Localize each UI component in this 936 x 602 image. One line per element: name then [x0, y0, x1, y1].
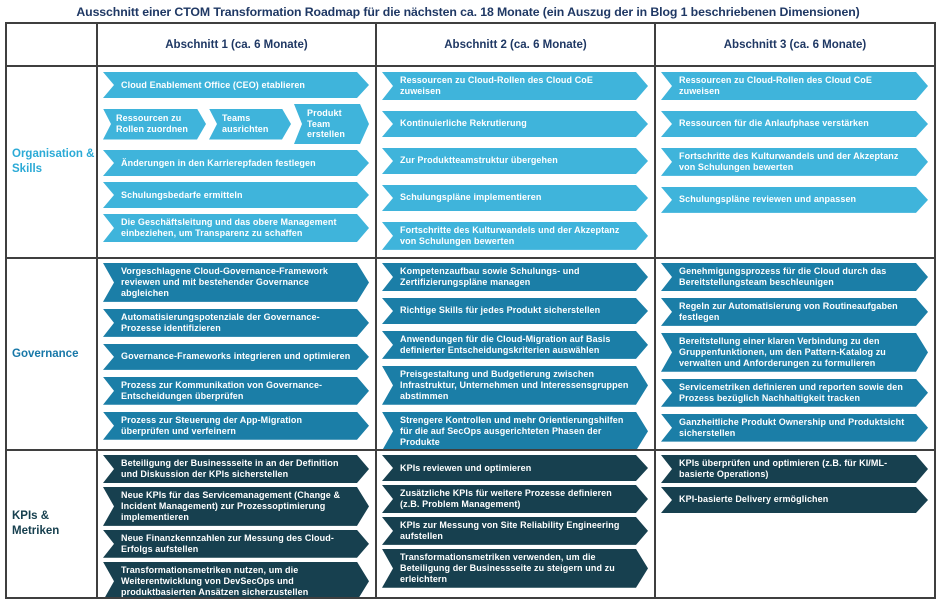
roadmap-arrow: Regeln zur Automatisierung von Routineau…	[661, 298, 928, 326]
roadmap-arrow: Anwendungen für die Cloud-Migration auf …	[382, 331, 648, 359]
roadmap-arrow: Strengere Kontrollen und mehr Orientieru…	[382, 412, 648, 449]
roadmap-arrow: Kompetenzaufbau sowie Schulungs- und Zer…	[382, 263, 648, 291]
roadmap-arrow: Schulungspläne implementieren	[382, 185, 648, 211]
corner-cell	[7, 24, 96, 65]
sub-arrow-row: Ressourcen zu Rollen zuordnen Teams ausr…	[103, 104, 369, 144]
cell-governance-abschnitt-1: Vorgeschlagene Cloud-Governance-Framewor…	[98, 259, 375, 449]
roadmap-arrow: Richtige Skills für jedes Produkt sicher…	[382, 298, 648, 324]
roadmap-arrow: Fortschritte des Kulturwandels und der A…	[661, 148, 928, 176]
cell-kpis-abschnitt-3: KPIs überprüfen und optimieren (z.B. für…	[656, 451, 934, 597]
roadmap-arrow: Cloud Enablement Office (CEO) etablieren	[103, 72, 369, 98]
roadmap-arrow: Governance-Frameworks integrieren und op…	[103, 344, 369, 370]
roadmap-arrow: Bereitstellung einer klaren Verbindung z…	[661, 333, 928, 372]
column-header-abschnitt-3: Abschnitt 3 (ca. 6 Monate)	[656, 24, 934, 65]
page-title: Ausschnitt einer CTOM Transformation Roa…	[76, 5, 860, 19]
roadmap-arrow: KPIs zur Messung von Site Reliability En…	[382, 517, 648, 545]
roadmap-arrow: Vorgeschlagene Cloud-Governance-Framewor…	[103, 263, 369, 302]
roadmap-arrow: Fortschritte des Kulturwandels und der A…	[382, 222, 648, 250]
column-header-abschnitt-1: Abschnitt 1 (ca. 6 Monate)	[98, 24, 375, 65]
roadmap-arrow: KPI-basierte Delivery ermöglichen	[661, 487, 928, 513]
roadmap-arrow: Ressourcen für die Anlaufphase verstärke…	[661, 111, 928, 137]
roadmap-arrow: Ressourcen zu Cloud-Rollen des Cloud CoE…	[382, 72, 648, 100]
roadmap-arrow: Transformationsmetriken verwenden, um di…	[382, 549, 648, 588]
cell-organisation-abschnitt-3: Ressourcen zu Cloud-Rollen des Cloud CoE…	[656, 67, 934, 257]
row-label-governance: Governance	[7, 259, 96, 449]
cell-kpis-abschnitt-1: Beteiligung der Businessseite in an der …	[98, 451, 375, 597]
row-label-organisation-skills: Organisation & Skills	[7, 67, 96, 257]
roadmap-arrow: Servicemetriken definieren und reporten …	[661, 379, 928, 407]
roadmap-arrow: Ressourcen zu Cloud-Rollen des Cloud CoE…	[661, 72, 928, 100]
roadmap-arrow: Neue KPIs für das Servicemanagement (Cha…	[103, 487, 369, 526]
roadmap-arrow: Transformationsmetriken nutzen, um die W…	[103, 562, 369, 597]
roadmap-arrow: Neue Finanzkennzahlen zur Messung des Cl…	[103, 530, 369, 558]
roadmap-sub-arrow: Teams ausrichten	[209, 109, 291, 140]
roadmap-table: Abschnitt 1 (ca. 6 Monate) Abschnitt 2 (…	[5, 22, 936, 599]
roadmap-arrow: Schulungspläne reviewen und anpassen	[661, 187, 928, 213]
column-header-abschnitt-2: Abschnitt 2 (ca. 6 Monate)	[377, 24, 654, 65]
roadmap-sub-arrow: Ressourcen zu Rollen zuordnen	[103, 109, 206, 140]
roadmap-arrow: Automatisierungspotenziale der Governanc…	[103, 309, 369, 337]
roadmap-arrow: Beteiligung der Businessseite in an der …	[103, 455, 369, 483]
roadmap-arrow: Die Geschäftsleitung und das obere Manag…	[103, 214, 369, 242]
row-label-kpis-metriken: KPIs & Metriken	[7, 451, 96, 597]
roadmap-arrow: KPIs reviewen und optimieren	[382, 455, 648, 481]
cell-governance-abschnitt-2: Kompetenzaufbau sowie Schulungs- und Zer…	[377, 259, 654, 449]
cell-kpis-abschnitt-2: KPIs reviewen und optimieren Zusätzliche…	[377, 451, 654, 597]
roadmap-sub-arrow: Produkt Team erstellen	[294, 104, 369, 144]
cell-governance-abschnitt-3: Genehmigungsprozess für die Cloud durch …	[656, 259, 934, 449]
cell-organisation-abschnitt-2: Ressourcen zu Cloud-Rollen des Cloud CoE…	[377, 67, 654, 257]
roadmap-arrow: Änderungen in den Karrierepfaden festleg…	[103, 150, 369, 176]
roadmap-arrow: Prozess zur Kommunikation von Governance…	[103, 377, 369, 405]
roadmap-arrow: Prozess zur Steuerung der App-Migration …	[103, 412, 369, 440]
roadmap-arrow: KPIs überprüfen und optimieren (z.B. für…	[661, 455, 928, 483]
roadmap-arrow: Kontinuierliche Rekrutierung	[382, 111, 648, 137]
roadmap-arrow: Zur Produktteamstruktur übergehen	[382, 148, 648, 174]
cell-organisation-abschnitt-1: Cloud Enablement Office (CEO) etablieren…	[98, 67, 375, 257]
roadmap-arrow: Schulungsbedarfe ermitteln	[103, 182, 369, 208]
roadmap-arrow: Ganzheitliche Produkt Ownership und Prod…	[661, 414, 928, 442]
roadmap-arrow: Zusätzliche KPIs für weitere Prozesse de…	[382, 485, 648, 513]
roadmap-arrow: Genehmigungsprozess für die Cloud durch …	[661, 263, 928, 291]
roadmap-arrow: Preisgestaltung und Budgetierung zwische…	[382, 366, 648, 405]
